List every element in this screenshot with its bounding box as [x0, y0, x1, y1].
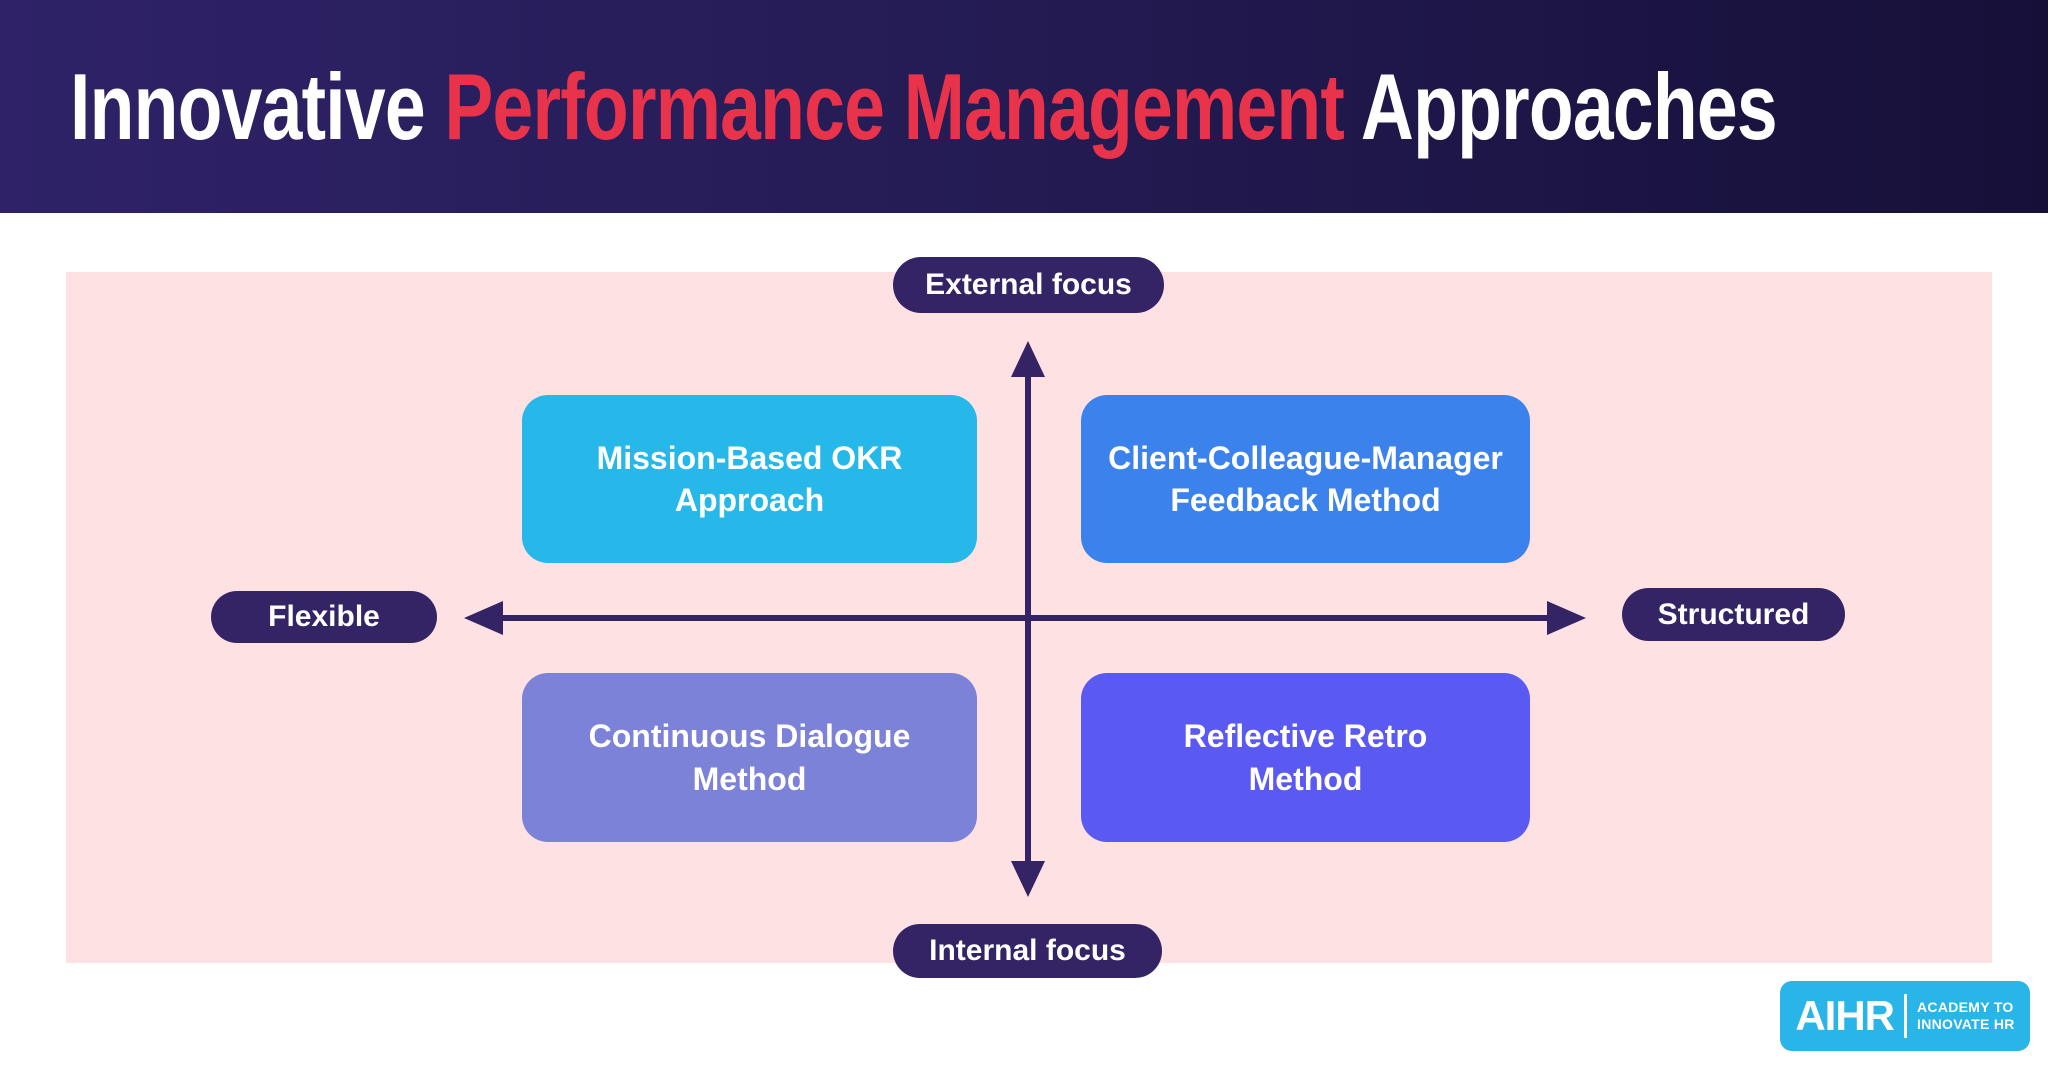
quadrant-reflective-retro: Reflective Retro Method — [1081, 673, 1530, 842]
title-prefix: Innovative — [70, 53, 445, 159]
quadrant-mission-based-okr: Mission-Based OKR Approach — [522, 395, 977, 563]
axis-label-structured: Structured — [1622, 588, 1845, 641]
quadrant-label-line: Feedback Method — [1170, 482, 1441, 518]
quadrant-label-line: Mission-Based OKR — [596, 439, 903, 476]
header-banner: Innovative Performance Management Approa… — [0, 0, 2048, 213]
quadrant-label-line: Method — [1248, 760, 1363, 797]
quadrant-label-line: Reflective Retro — [1183, 718, 1428, 755]
axis-label-external-focus: External focus — [893, 257, 1164, 313]
aihr-logo-tagline: ACADEMY TO INNOVATE HR — [1917, 999, 2015, 1034]
quadrant-client-colleague-manager: Client-Colleague-Manager Feedback Method — [1081, 395, 1530, 563]
tagline-line-1: ACADEMY TO — [1917, 998, 2014, 1015]
aihr-logo: AIHR ACADEMY TO INNOVATE HR — [1780, 981, 2030, 1051]
title-highlight: Performance Management — [444, 53, 1345, 159]
tagline-line-2: INNOVATE HR — [1917, 1016, 2015, 1032]
quadrant-label-line: Continuous Dialogue — [588, 718, 911, 755]
axis-label-flexible: Flexible — [211, 591, 437, 643]
aihr-logo-text: AIHR — [1795, 992, 1895, 1039]
title-suffix: Approaches — [1344, 53, 1778, 159]
quadrant-continuous-dialogue: Continuous Dialogue Method — [522, 673, 977, 842]
logo-divider — [1904, 994, 1907, 1038]
quadrant-label-line: Client-Colleague-Manager — [1108, 439, 1503, 476]
quadrant-label-line: Method — [692, 760, 807, 797]
quadrant-label-line: Approach — [674, 482, 825, 518]
page-title: Innovative Performance Management Approa… — [70, 53, 1778, 161]
axis-label-internal-focus: Internal focus — [893, 924, 1162, 978]
